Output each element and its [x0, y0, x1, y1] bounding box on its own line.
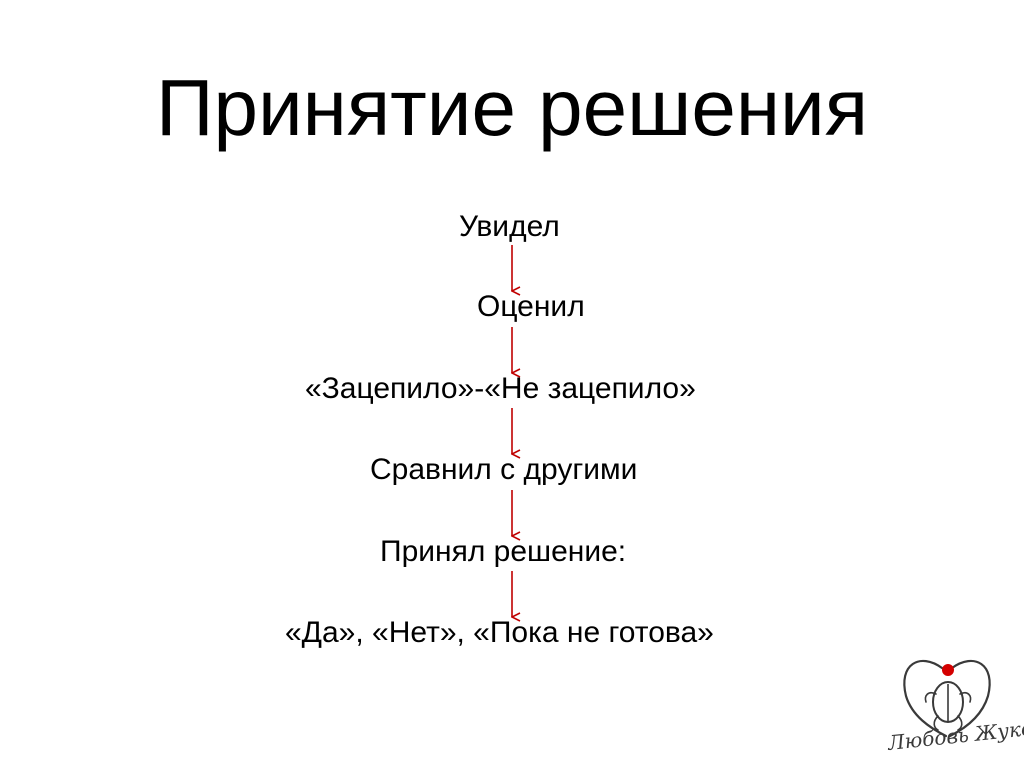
- slide-title: Принятие решения: [155, 63, 869, 152]
- step-evaluated: Оценил: [477, 290, 585, 323]
- scarab-logo-icon: [903, 659, 991, 738]
- step-saw: Увидел: [459, 210, 560, 243]
- step-options: «Да», «Нет», «Пока не готова»: [285, 616, 714, 649]
- step-decided: Принял решение:: [380, 535, 627, 568]
- step-hooked: «Зацепило»-«Не зацепило»: [305, 372, 696, 405]
- step-compared: Сравнил с другими: [370, 453, 638, 486]
